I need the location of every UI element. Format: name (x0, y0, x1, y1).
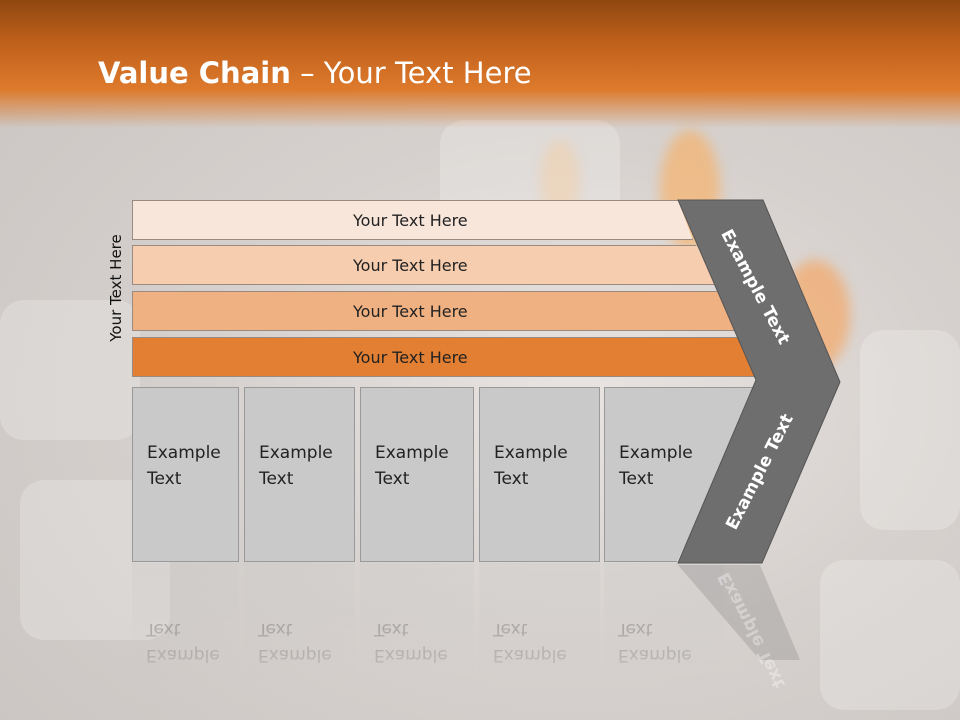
support-bar-3: Your Text Here (132, 291, 739, 331)
support-bar-1: Your Text Here (132, 200, 693, 240)
support-bar-label: Your Text Here (353, 301, 468, 321)
slide-title: Value Chain – Your Text Here (98, 55, 532, 91)
support-bar-2: Your Text Here (132, 245, 716, 285)
column-line1: Example (375, 443, 449, 463)
ice-cube-decoration (0, 300, 140, 440)
ice-cube-decoration (860, 330, 960, 530)
column-line1: Example (494, 443, 568, 463)
primary-column-1: Example Text (132, 387, 239, 562)
column-line2: Text (259, 469, 294, 489)
primary-column-4: Example Text (479, 387, 600, 562)
column-line1: Example (147, 443, 221, 463)
support-bar-label: Your Text Here (353, 255, 468, 275)
header-band (0, 0, 960, 128)
column-line2: Text (494, 469, 529, 489)
column-line1: Example (619, 443, 693, 463)
title-rest: – Your Text Here (290, 56, 532, 90)
support-bar-label: Your Text Here (353, 347, 468, 367)
chevron-reflection (678, 565, 800, 660)
primary-column-3: Example Text (360, 387, 474, 562)
support-bar-4: Your Text Here (132, 337, 763, 377)
title-bold: Value Chain (98, 56, 291, 90)
chevron-shape (677, 199, 841, 564)
ice-cube-decoration (820, 560, 960, 710)
primary-column-2: Example Text (244, 387, 355, 562)
column-line1: Example (259, 443, 333, 463)
support-bar-label: Your Text Here (353, 210, 468, 230)
column-line2: Text (375, 469, 410, 489)
column-line2: Text (147, 469, 182, 489)
column-line2: Text (619, 469, 654, 489)
